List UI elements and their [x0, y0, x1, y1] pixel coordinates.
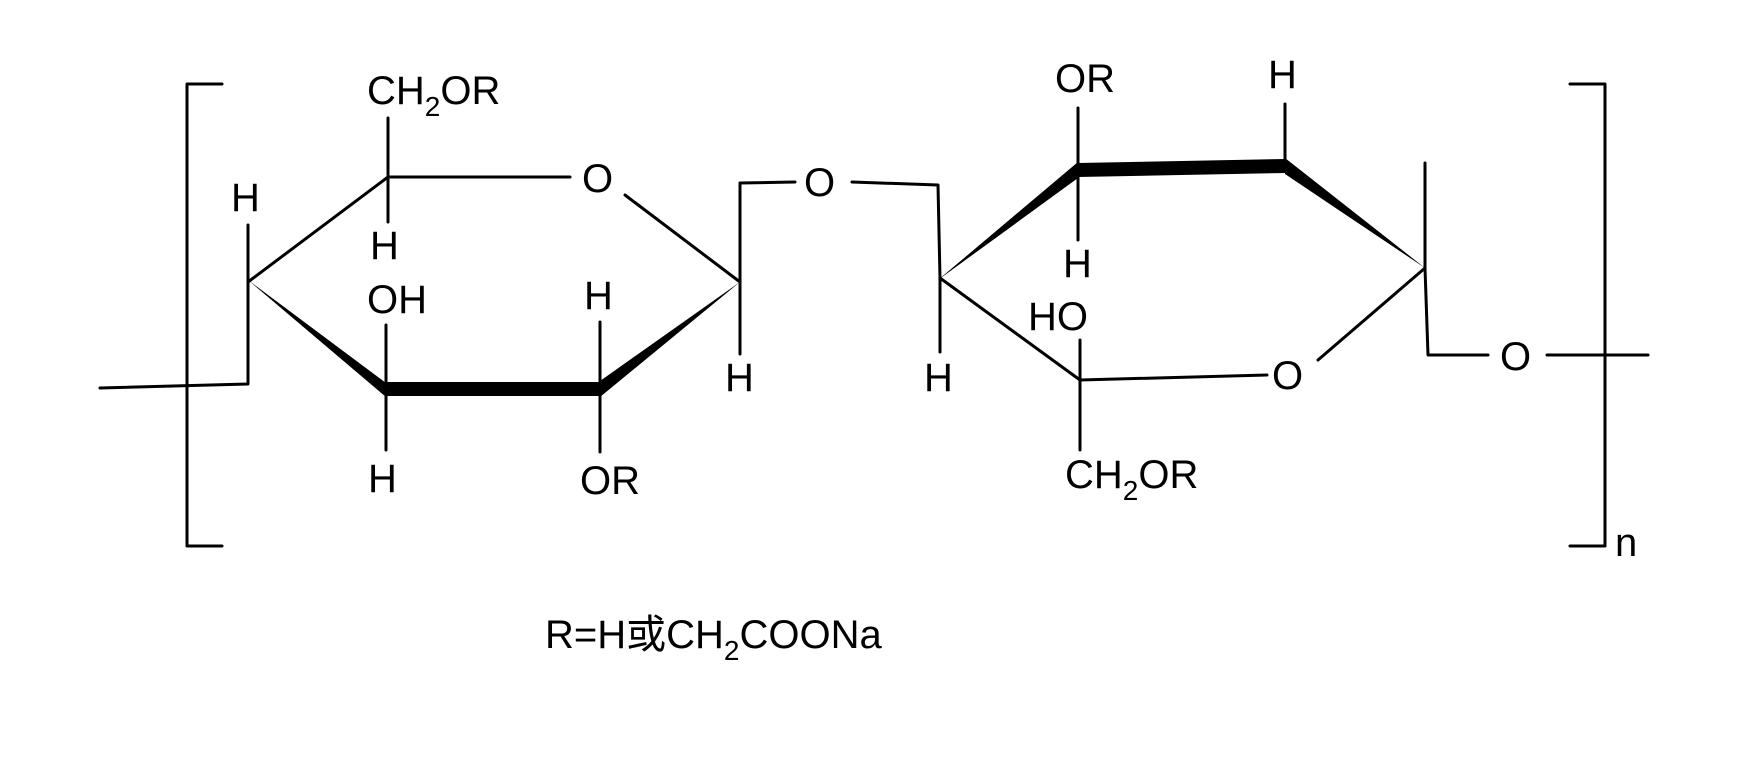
- ring2-h-c3-label: H: [1063, 242, 1092, 286]
- ring1-h-c3-label: H: [368, 457, 397, 501]
- ring1-ch2or-label: CH2OR: [367, 69, 500, 122]
- ring1-wedge-c4-c3: [248, 280, 386, 397]
- bridge-o-label: O: [804, 161, 835, 205]
- ring2-thick-c3-c2: [1077, 159, 1286, 177]
- ring2-ch2or-label: CH2OR: [1065, 453, 1198, 506]
- ring1-h-left-label: H: [231, 176, 260, 220]
- ring2-wedge-c2-c1: [1285, 158, 1425, 268]
- ring2-or-top-label: OR: [1055, 57, 1115, 101]
- right-bracket: [1568, 82, 1607, 548]
- ring1-wedge-c2-c1: [600, 282, 740, 397]
- ring2-ring-o-label: O: [1272, 354, 1303, 398]
- ring1-h-c2-label: H: [584, 274, 613, 318]
- repeat-n-label: n: [1615, 521, 1637, 565]
- ring2-h-top-label: H: [1268, 53, 1297, 97]
- ring1-or-label: OR: [580, 459, 640, 503]
- bridge-bond-o-ring2: [850, 180, 942, 280]
- ring1-h-c5-label: H: [370, 224, 399, 268]
- ring2-bond-c5-c4: [938, 276, 1082, 382]
- ring2-bond-c1-o: [1316, 266, 1427, 362]
- substituent-note: R=H或CH2COONa: [545, 613, 882, 666]
- ring1-oh-label: OH: [367, 278, 427, 322]
- ring2-h-c1-label: H: [924, 356, 953, 400]
- ring1-ring-o-label: O: [582, 157, 613, 201]
- ring2-bond-o-c5: [1078, 373, 1269, 382]
- ring1-bond-c4-c5: [246, 175, 390, 284]
- ring1-bond-c1-bridge: [738, 180, 797, 284]
- left-bracket: [185, 82, 224, 548]
- chain-o-label: O: [1500, 335, 1531, 379]
- ring1-bond-o-c1: [623, 193, 742, 284]
- ring2-bond-c1-chain-o: [1423, 266, 1490, 357]
- left-chain-bond: [98, 280, 250, 390]
- ring2-ho-label: HO: [1028, 295, 1088, 339]
- ring2-wedge-c4-c3: [938, 162, 1078, 280]
- ring1-h-c1-label: H: [725, 356, 754, 400]
